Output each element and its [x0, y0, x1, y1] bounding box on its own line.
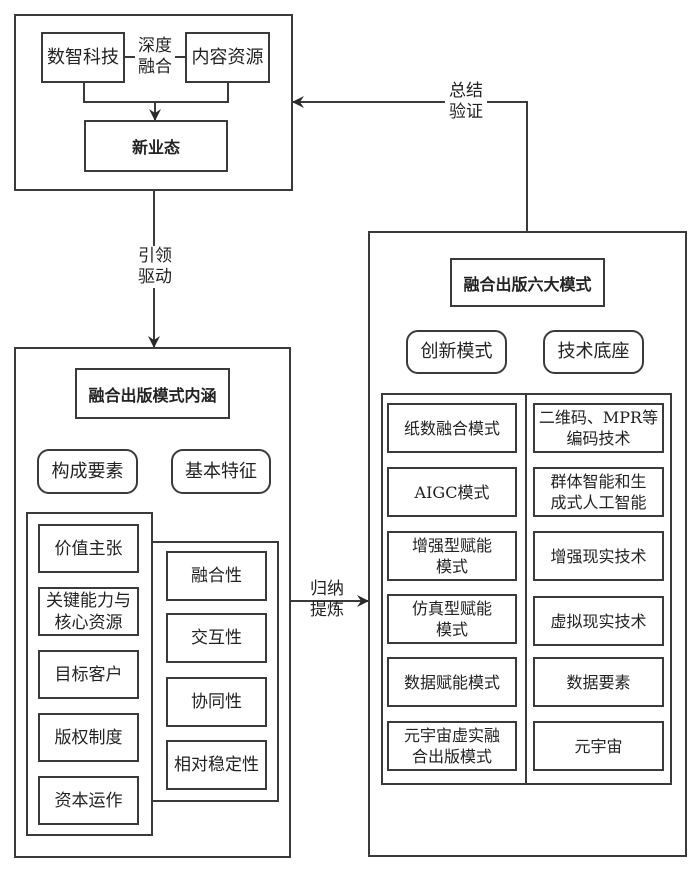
feature-item: 相对稳定性	[166, 740, 267, 790]
feature-item-text: 协同性	[191, 692, 242, 712]
digital-tech-label: 数智科技	[47, 46, 119, 68]
features-label-box: 基本特征	[171, 449, 271, 494]
innovation-mode-item: 数据赋能模式	[387, 657, 517, 707]
induce-label: 归纳 提炼	[306, 579, 348, 621]
innovation-mode-item: 纸数融合模式	[387, 403, 517, 453]
deep-fusion-line-2: 融合	[138, 57, 172, 77]
tech-base-item: 二维码、MPR等 编码技术	[533, 403, 664, 453]
six-modes-divider	[525, 393, 527, 785]
new-business-label: 新业态	[131, 138, 180, 157]
innovation-mode-item-text: AIGC模式	[414, 482, 490, 502]
content-resource-node: 内容资源	[185, 32, 270, 83]
component-item: 目标客户	[38, 650, 139, 699]
tech-base-item-text: 数据要素	[566, 672, 631, 692]
verify-label: 总结 验证	[445, 81, 487, 123]
components-label: 构成要素	[51, 460, 124, 482]
feature-item: 交互性	[166, 613, 267, 663]
verify-line-2: 验证	[449, 102, 483, 122]
feature-item: 融合性	[166, 551, 267, 601]
right-section-title: 融合出版六大模式	[450, 258, 605, 307]
innovation-mode-item: 增强型赋能 模式	[387, 531, 517, 581]
tech-base-item: 数据要素	[533, 657, 664, 707]
top-section-frame	[14, 14, 293, 191]
tech-base-item: 群体智能和生 成式人工智能	[533, 467, 664, 517]
innovation-mode-item-text: 纸数融合模式	[403, 418, 500, 438]
innovation-mode-item-text: 仿真型赋能 模式	[411, 599, 492, 639]
verify-arrow	[292, 96, 528, 231]
induce-line-2: 提炼	[310, 600, 344, 620]
lead-drive-line-1: 引领	[138, 246, 172, 266]
component-item: 资本运作	[38, 776, 139, 825]
tech-base-item: 元宇宙	[533, 721, 664, 771]
verify-line-1: 总结	[449, 81, 483, 101]
feature-item-text: 交互性	[191, 628, 242, 648]
innovation-label: 创新模式	[420, 341, 493, 362]
tech-base-label-box: 技术底座	[543, 330, 644, 374]
deep-fusion-label: 深度 融合	[135, 36, 175, 78]
innovation-label-box: 创新模式	[406, 330, 507, 374]
content-resource-label: 内容资源	[191, 46, 264, 68]
tech-base-item: 虚拟现实技术	[533, 596, 664, 646]
tech-base-item-text: 元宇宙	[574, 736, 623, 756]
component-item-text: 关键能力与 核心资源	[46, 590, 131, 633]
induce-line-1: 归纳	[306, 579, 348, 600]
component-item: 关键能力与 核心资源	[38, 587, 139, 636]
component-item: 版权制度	[38, 713, 139, 762]
left-section-frame	[14, 347, 291, 858]
left-section-title: 融合出版模式内涵	[75, 368, 230, 419]
tech-base-item-text: 增强现实技术	[550, 546, 647, 566]
innovation-mode-item: AIGC模式	[387, 467, 517, 517]
innovation-mode-item-text: 数据赋能模式	[403, 672, 500, 692]
tech-base-label: 技术底座	[557, 341, 630, 362]
tech-base-item-text: 二维码、MPR等 编码技术	[538, 408, 659, 448]
features-label: 基本特征	[185, 460, 257, 482]
tech-base-item: 增强现实技术	[533, 531, 664, 581]
new-business-node: 新业态	[84, 120, 228, 172]
innovation-mode-item-text: 元宇宙虚实融 合出版模式	[403, 726, 500, 766]
tech-base-item-text: 虚拟现实技术	[550, 611, 647, 631]
tech-base-item-text: 群体智能和生 成式人工智能	[550, 472, 647, 512]
innovation-mode-item: 仿真型赋能 模式	[387, 594, 517, 644]
deep-fusion-line-1: 深度	[138, 36, 172, 56]
component-item-text: 版权制度	[54, 727, 123, 748]
component-item-text: 资本运作	[54, 790, 123, 811]
left-title-text: 融合出版模式内涵	[88, 385, 217, 405]
feature-item: 协同性	[166, 677, 267, 727]
component-item: 价值主张	[38, 524, 139, 573]
feature-item-text: 融合性	[191, 566, 242, 586]
lead-drive-line-2: 驱动	[138, 267, 172, 287]
component-item-text: 目标客户	[54, 664, 123, 685]
innovation-mode-item-text: 增强型赋能 模式	[411, 536, 492, 576]
innovation-mode-item: 元宇宙虚实融 合出版模式	[387, 721, 517, 771]
components-label-box: 构成要素	[37, 449, 138, 494]
right-title-text: 融合出版六大模式	[463, 274, 592, 294]
digital-tech-node: 数智科技	[41, 32, 125, 83]
right-section-frame	[368, 231, 687, 857]
feature-item-text: 相对稳定性	[174, 755, 259, 775]
lead-drive-label: 引领 驱动	[134, 246, 176, 288]
component-item-text: 价值主张	[54, 538, 123, 559]
